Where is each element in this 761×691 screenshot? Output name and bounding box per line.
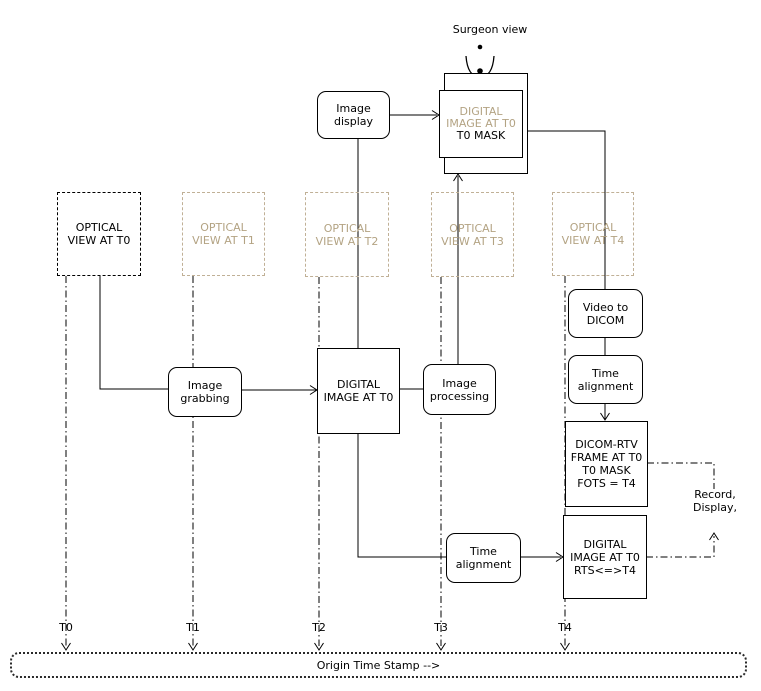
surgeon-view-label: Surgeon view xyxy=(452,23,528,36)
image-display-box: Image display xyxy=(317,91,390,139)
digital-image-t0-box: DIGITAL IMAGE AT T0 xyxy=(317,348,400,434)
optical-view-t2-box: OPTICAL VIEW AT T2 xyxy=(305,192,389,277)
mask-t0-mask-label: T0 MASK xyxy=(456,128,506,142)
optical-view-t4-box: OPTICAL VIEW AT T4 xyxy=(552,192,634,276)
connector-opticalT0-to-grabbing xyxy=(99,275,168,390)
connector-dicomrtv-to-record xyxy=(647,462,715,489)
optical-view-t3-box: OPTICAL VIEW AT T3 xyxy=(431,192,514,277)
timeline-tick-t1: T1 xyxy=(186,621,200,634)
connector-rts-to-record xyxy=(646,536,715,558)
video-to-dicom-box: Video to DICOM xyxy=(568,289,643,338)
optical-view-t0-box: OPTICAL VIEW AT T0 xyxy=(57,192,141,276)
record-display-note: Record, Display, xyxy=(692,488,738,514)
dicom-rtv-frame-box: DICOM-RTV FRAME AT T0 T0 MASK FOTS = T4 xyxy=(565,421,648,507)
time-alignment-right-box: Time alignment xyxy=(568,355,643,404)
timeline-tick-t4: T4 xyxy=(558,621,572,634)
time-alignment-bottom-box: Time alignment xyxy=(446,533,521,583)
arrowheads xyxy=(61,110,719,651)
connector-mask-to-videodicom xyxy=(527,130,606,289)
timeline-tick-t0: T0 xyxy=(59,621,73,634)
connector-digital-to-timealign-bottom xyxy=(357,433,446,558)
origin-time-stamp-label: Origin Time Stamp --> xyxy=(316,658,441,672)
mask-inner-box: DIGITAL IMAGE AT T0 T0 MASK xyxy=(439,90,523,158)
origin-time-stamp-band: Origin Time Stamp --> xyxy=(10,652,747,678)
mask-digital-image-label: DIGITAL IMAGE AT T0 xyxy=(446,104,516,131)
image-grabbing-box: Image grabbing xyxy=(168,367,242,417)
optical-view-t1-box: OPTICAL VIEW AT T1 xyxy=(182,192,265,276)
timeline-tick-t3: T3 xyxy=(434,621,448,634)
digital-image-rts-box: DIGITAL IMAGE AT T0 RTS<=>T4 xyxy=(563,515,647,599)
timeline-tick-t2: T2 xyxy=(312,621,326,634)
image-processing-box: Image processing xyxy=(423,364,496,415)
